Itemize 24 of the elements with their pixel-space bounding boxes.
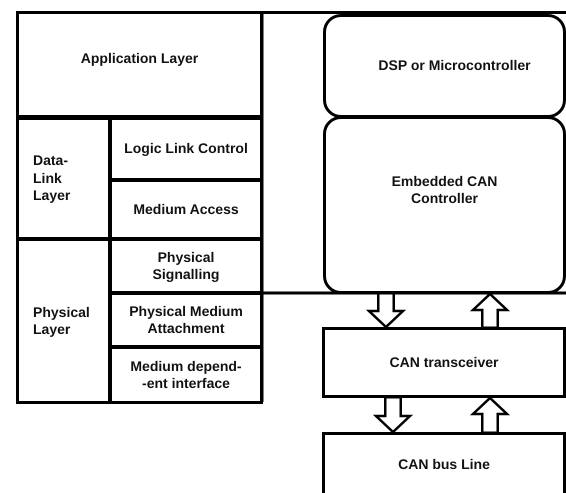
label-text: Physical Layer xyxy=(33,304,91,338)
sublayer-box xyxy=(109,117,263,181)
label-text: Embedded CAN Controller xyxy=(390,172,498,208)
sublayer-box xyxy=(109,179,263,240)
sublayer-box xyxy=(109,292,263,348)
layer-box xyxy=(16,238,111,404)
component-box xyxy=(322,327,566,398)
component-box xyxy=(322,432,566,493)
layer-box xyxy=(16,11,263,118)
label-text: Logic Link Control xyxy=(124,140,248,158)
component-box xyxy=(323,116,566,294)
label-text: Medium Access xyxy=(133,200,239,218)
label-text: Physical Signalling xyxy=(152,248,220,284)
label-text: Data-Link Layer xyxy=(33,152,72,205)
sublayer-box xyxy=(109,346,263,404)
label-text: DSP or Microcontroller xyxy=(378,57,531,75)
label-text: Application Layer xyxy=(80,50,198,68)
label-text: Physical Medium Attachment xyxy=(128,302,244,338)
sublayer-box xyxy=(109,238,263,294)
layer-box xyxy=(16,117,111,240)
component-box xyxy=(323,14,566,118)
label-text: CAN transceiver xyxy=(390,354,498,372)
label-text: Medium depend- -ent interface xyxy=(130,358,242,392)
label-text: CAN bus Line xyxy=(398,456,490,474)
